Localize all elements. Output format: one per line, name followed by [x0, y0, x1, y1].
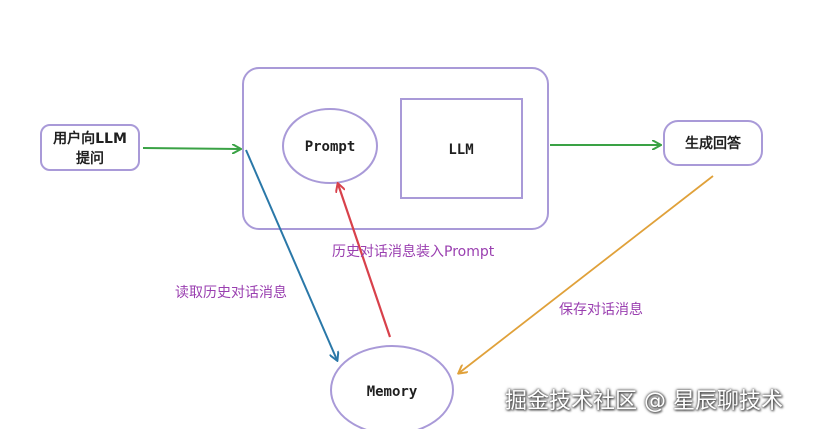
llm-node [400, 98, 523, 199]
arrow-user-to-app [142, 148, 240, 149]
label-read-history: 读取历史对话消息 [175, 284, 287, 301]
generate-answer-label: 生成回答 [685, 135, 742, 152]
prompt-label: Prompt [305, 139, 356, 155]
generate-answer-box [663, 120, 763, 166]
label-save-dialog: 保存对话消息 [559, 301, 643, 318]
memory-node [330, 345, 454, 429]
memory-label: Memory [367, 384, 418, 400]
arrow-read-history [245, 149, 337, 360]
user-question-box [40, 124, 140, 171]
user-question-line1: 用户向LLM [53, 130, 127, 147]
arrow-load-into-prompt [338, 184, 392, 338]
arrow-save-dialog [459, 175, 714, 373]
prompt-node [282, 108, 378, 184]
llm-label: LLM [448, 142, 473, 158]
watermark-text: 掘金技术社区 @ 星辰聊技术 [505, 389, 783, 414]
user-question-line2: 提问 [76, 150, 104, 167]
label-load-into-prompt: 历史对话消息装入Prompt [332, 243, 495, 260]
